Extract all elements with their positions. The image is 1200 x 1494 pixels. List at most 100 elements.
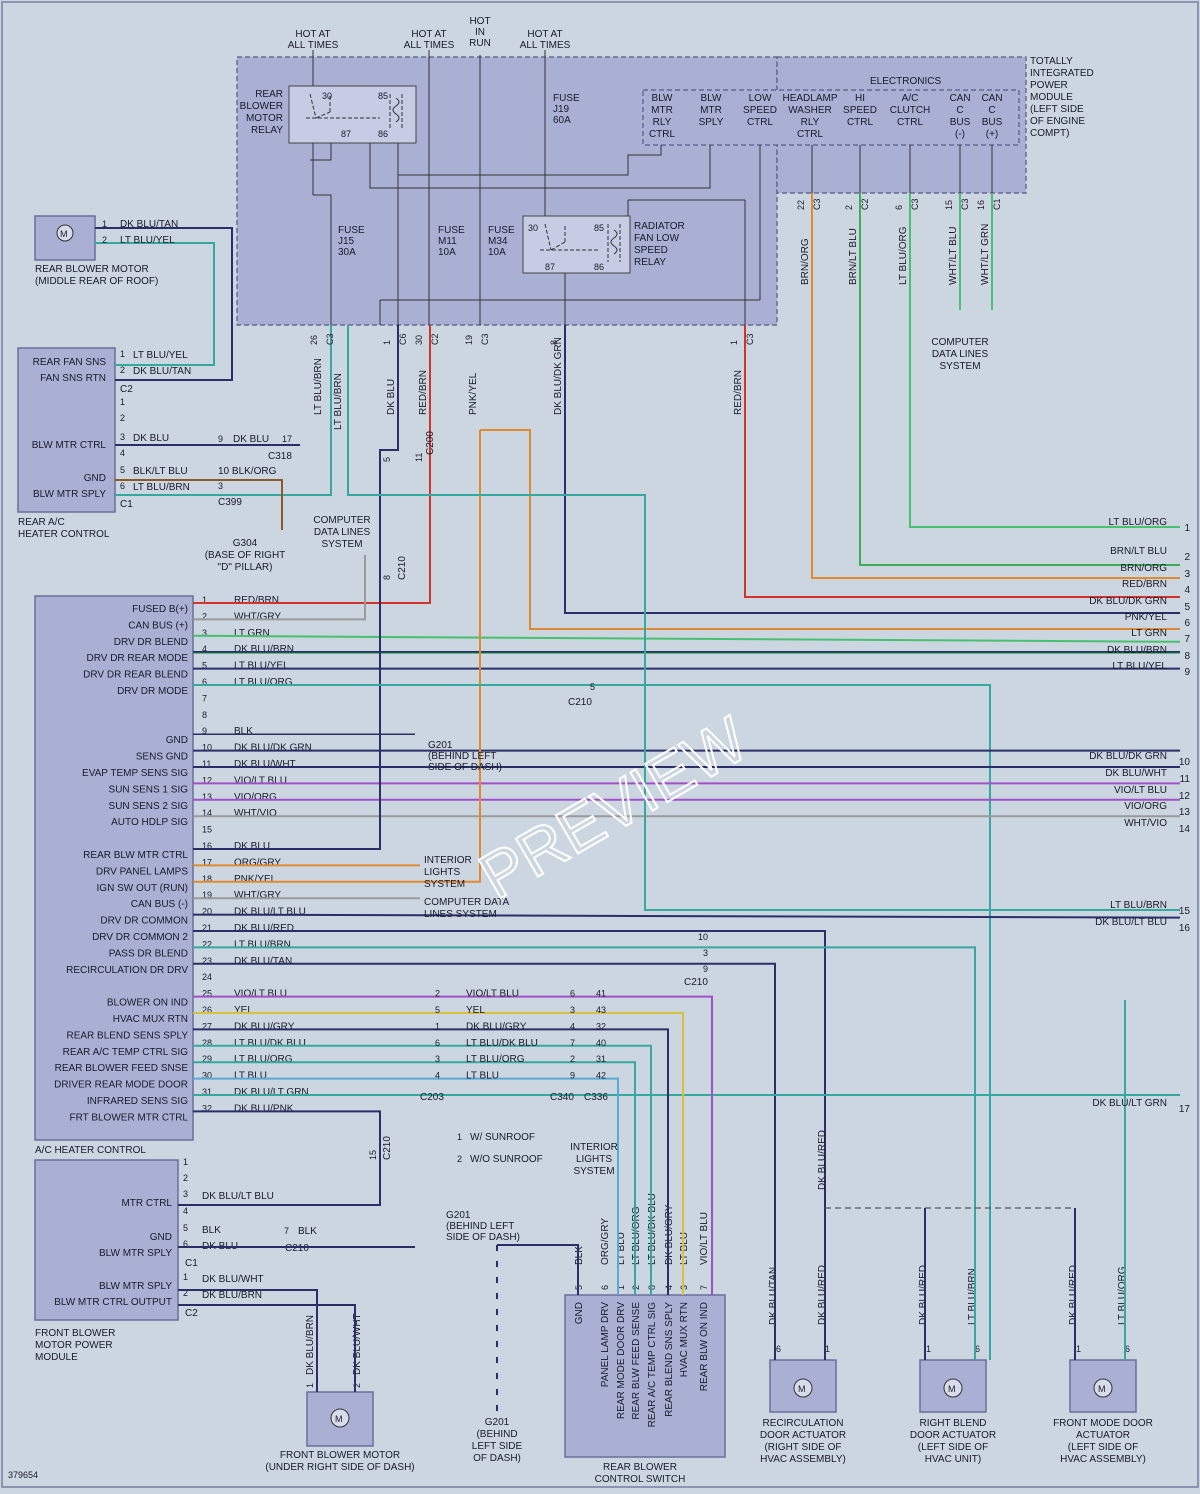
pin-name: BLW MTR SPLY [99, 1281, 172, 1292]
pin: 1 [616, 1285, 626, 1290]
pin-name: MTR CTRL [121, 1198, 172, 1209]
pin-name: DRV DR REAR MODE [87, 653, 189, 664]
conn: C2 [185, 1308, 198, 1319]
tipm-top-conn: C1 [992, 198, 1002, 210]
fuse-m34: 10A [488, 247, 506, 258]
rad-relay-label: SPEED [634, 245, 668, 256]
rad-relay-label: RELAY [634, 257, 666, 268]
svg-text:87: 87 [545, 262, 555, 272]
actuator-label: HVAC UNIT) [925, 1454, 981, 1465]
pin: 2 [202, 611, 207, 621]
pin-name: SUN SENS 1 SIG [109, 784, 189, 795]
tipm-bot-wire: DK BLU [386, 379, 397, 415]
tipm-output-label: C [956, 105, 963, 116]
pin: 2 [183, 1173, 188, 1183]
pin-name: RECIRCULATION DR DRV [66, 965, 188, 976]
front-blower-motor [306, 1391, 374, 1447]
wire [193, 325, 431, 604]
conn: C2 [120, 384, 133, 395]
fuse-j15: FUSE [338, 225, 365, 236]
tipm-output-label: BUS [982, 117, 1003, 128]
wire-label: DK BLU/PNK [234, 1103, 294, 1114]
pin: 9 [202, 726, 207, 736]
right-row-num: 11 [1180, 774, 1191, 785]
wire-label: LT BLU/YEL [120, 235, 175, 246]
wire-label: DK BLU/DK GRN [234, 743, 312, 754]
power-label: ALL TIMES [520, 40, 571, 51]
tipm-bot-wire: LT BLU/BRN [313, 358, 324, 415]
right-row-wire: WHT/VIO [1124, 818, 1167, 829]
pin: 14 [202, 808, 212, 818]
tipm-top-pin: 22 [796, 200, 806, 210]
pin: 8 [202, 710, 207, 720]
rear-ac-label: REAR A/C [18, 517, 65, 528]
label: CONTROL SWITCH [595, 1474, 686, 1485]
pin: 3 [570, 1005, 575, 1015]
tipm-output-label: HI [855, 93, 865, 104]
conn: C210 [382, 1136, 393, 1160]
relay-label: BLOWER [240, 101, 283, 112]
wire [744, 325, 1180, 598]
pin: 1 [435, 1021, 440, 1031]
interior-lights: INTERIOR [570, 1142, 618, 1153]
pin: 26 [202, 1005, 212, 1015]
ground-label: (BASE OF RIGHT [205, 550, 286, 561]
pin-name: REAR BLW ON IND [699, 1302, 710, 1391]
right-row-wire: LT BLU/YEL [1112, 661, 1167, 672]
conn: C203 [420, 1092, 444, 1103]
ground-label: SIDE OF DASH) [428, 762, 502, 773]
right-row-wire: VIO/LT BLU [1114, 785, 1167, 796]
computer-data-lines: COMPUTER [931, 337, 988, 348]
wire-label: LT BLU/ORG [631, 1206, 642, 1265]
pin: 6 [1125, 1344, 1130, 1354]
pin: 17 [282, 434, 292, 444]
tipm-output-label: RLY [801, 117, 820, 128]
motor-icon [330, 1408, 350, 1428]
pin: 12 [202, 775, 212, 785]
tipm-output-label: MTR [651, 105, 673, 116]
pin-name: REAR BLEND SENS SPLY [66, 1030, 188, 1041]
wire-label: VIO/ORG [234, 792, 277, 803]
tipm-label-line: (LEFT SIDE [1030, 104, 1084, 115]
conn: C318 [268, 451, 292, 462]
ground-label: "D" PILLAR) [218, 562, 273, 573]
wire-label: DK BLU [234, 841, 270, 852]
right-row-num: 13 [1179, 807, 1191, 818]
motor-glyph: M [798, 1384, 806, 1394]
radiator-fan-relay [522, 215, 631, 274]
pin: 3 [183, 1189, 188, 1199]
wire-label: LT BLU/DK BLU [466, 1038, 538, 1049]
fuse-j19: 60A [553, 115, 571, 126]
motor-icon [1093, 1378, 1113, 1398]
pin: 9 [218, 434, 223, 444]
fuse-j15: 30A [338, 247, 356, 258]
wire-label: DK BLU/LT BLU [234, 907, 306, 918]
right-row-num: 14 [1179, 824, 1191, 835]
pin-name: BLW MTR SPLY [33, 489, 106, 500]
pin: 27 [202, 1021, 212, 1031]
relay-label: MOTOR [246, 113, 283, 124]
wire-label: LT GRN [234, 628, 270, 639]
pin: 5 [202, 661, 207, 671]
wire [193, 1028, 669, 1295]
tipm-top-conn: C3 [910, 198, 920, 210]
pin: 18 [202, 874, 212, 884]
tipm-output-label: SPEED [743, 105, 777, 116]
wire-label: LT BLU/ORG [1117, 1266, 1128, 1325]
tipm-output-label: CTRL [649, 129, 676, 140]
wire [193, 962, 776, 1360]
right-row-num: 5 [1184, 602, 1190, 613]
ground-label: G201 [485, 1417, 510, 1428]
tipm-bot-wire: RED/BRN [418, 370, 429, 415]
tipm-top-pin: 6 [894, 205, 904, 210]
svg-text:M: M [335, 1414, 343, 1424]
wire [193, 1044, 652, 1295]
power-label: HOT AT [295, 29, 330, 40]
tipm-output-label: RLY [653, 117, 672, 128]
pin: 7 [284, 1226, 289, 1236]
ac-heater-label: A/C HEATER CONTROL [35, 1145, 146, 1156]
